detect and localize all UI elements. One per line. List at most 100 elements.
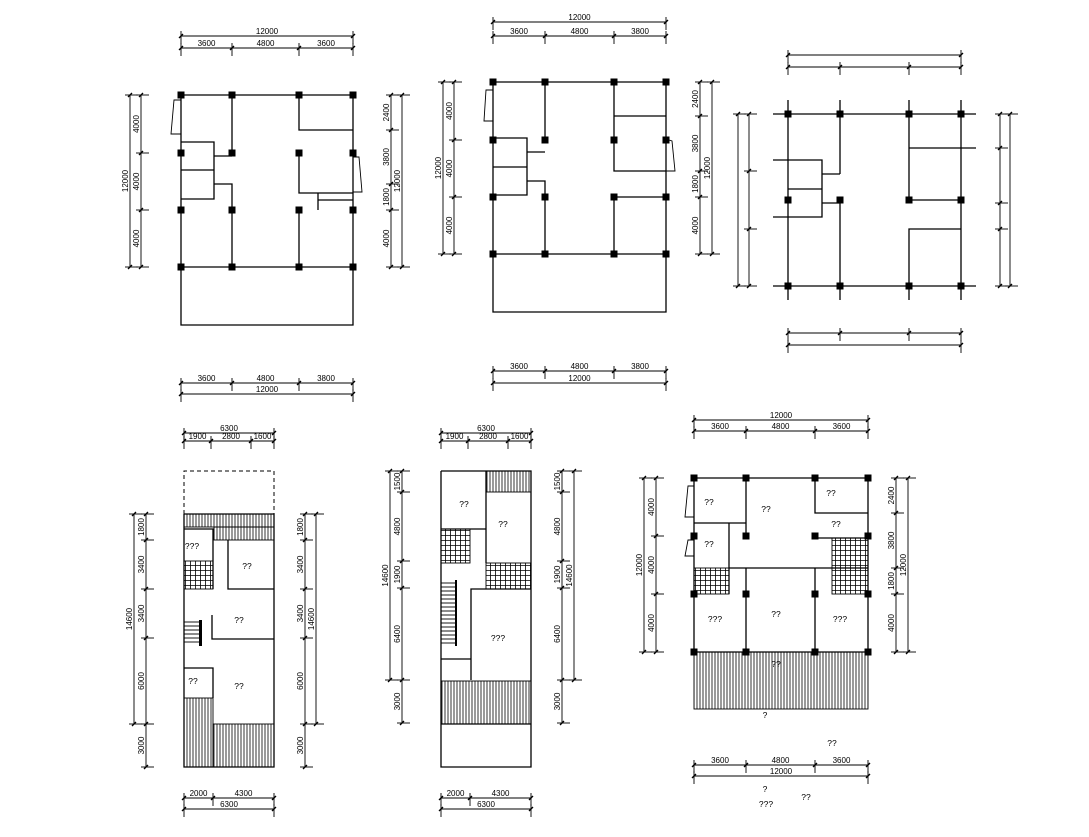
dimension-tick: [350, 33, 356, 39]
dimension-tick: [653, 475, 659, 481]
column-marker: [541, 250, 549, 258]
column-marker: [957, 282, 965, 290]
dimension-label: 2000: [190, 789, 208, 798]
dimension-label: 4800: [772, 422, 790, 431]
dimension-tick: [143, 764, 149, 770]
bay-window: [684, 539, 694, 557]
dimension-tick: [438, 806, 444, 812]
dimension-tick: [271, 806, 277, 812]
column-marker: [836, 110, 844, 118]
dimension-tick: [997, 283, 1003, 289]
grid-hatched-area: [693, 567, 730, 595]
dimension-label: 12000: [121, 169, 130, 192]
wall: [492, 254, 667, 313]
dimension-label: 3800: [382, 148, 391, 166]
dimension-tick: [905, 649, 911, 655]
grid-hatched-area: [485, 562, 532, 590]
hatched-area: [440, 680, 532, 725]
dimension-tick: [746, 111, 752, 117]
dimension-label: 3800: [887, 531, 896, 549]
dimension-tick: [641, 649, 647, 655]
dimension-tick: [785, 64, 791, 70]
column-marker: [228, 149, 236, 157]
dimension-tick: [893, 591, 899, 597]
dimension-tick: [743, 428, 749, 434]
wall: [613, 82, 666, 172]
dimension-tick: [746, 283, 752, 289]
dimension-label: 1800: [137, 518, 146, 536]
dimension-label: 3000: [296, 736, 305, 754]
dimension-label: 4000: [887, 614, 896, 632]
dimension-label: 1500: [553, 472, 562, 490]
dimension-tick: [271, 438, 277, 444]
dimension-tick: [490, 380, 496, 386]
dimension-tick: [399, 585, 405, 591]
dimension-tick: [663, 33, 669, 39]
dimension-tick: [302, 635, 308, 641]
dimension-label: 3600: [833, 756, 851, 765]
dimension-tick: [143, 537, 149, 543]
dimension-tick: [451, 251, 457, 257]
dimension-label: 4000: [445, 159, 454, 177]
dimension-tick: [1007, 283, 1013, 289]
dimension-label: 1900: [553, 565, 562, 583]
dimension-tick: [559, 720, 565, 726]
dimension-label: 12000: [256, 385, 279, 394]
dimension-tick: [440, 79, 446, 85]
dimension-label: 2800: [222, 432, 240, 441]
dimension-tick: [865, 762, 871, 768]
dimension-label: 4800: [393, 517, 402, 535]
stair-rail: [455, 580, 457, 646]
column-marker: [784, 110, 792, 118]
room-label: ??: [826, 488, 836, 498]
column-marker: [690, 474, 698, 482]
dimension-label: 1500: [393, 472, 402, 490]
column-marker: [662, 78, 670, 86]
room-label: ??: [704, 539, 714, 549]
dimension-tick: [387, 468, 393, 474]
dimension-label: 1800: [382, 188, 391, 206]
dimension-tick: [997, 226, 1003, 232]
room-label: ??: [242, 561, 252, 571]
dimension-label: 6400: [393, 625, 402, 643]
dimension-label: 2800: [479, 432, 497, 441]
dimension-tick: [302, 537, 308, 543]
dimension-tick: [451, 194, 457, 200]
dimension-tick: [837, 330, 843, 336]
wall: [214, 183, 233, 267]
dimension-tick: [505, 438, 511, 444]
dimension-label: 4800: [571, 27, 589, 36]
room-label: ??: [234, 615, 244, 625]
dimension-tick: [350, 380, 356, 386]
dimension-label: 12000: [899, 553, 908, 576]
column-marker: [784, 196, 792, 204]
hatched-area: [212, 723, 275, 768]
dimension-tick: [785, 52, 791, 58]
column-marker: [811, 648, 819, 656]
dimension-tick: [178, 45, 184, 51]
dimension-tick: [653, 591, 659, 597]
dimension-tick: [663, 380, 669, 386]
column-marker: [177, 206, 185, 214]
dimension-label: 3000: [137, 736, 146, 754]
dimension-label: 1800: [691, 175, 700, 193]
dimension-label: 3400: [296, 604, 305, 622]
dimension-tick: [663, 19, 669, 25]
dimension-tick: [490, 19, 496, 25]
dimension-tick: [438, 430, 444, 436]
dimension-tick: [893, 510, 899, 516]
room-label: ??: [831, 519, 841, 529]
dimension-tick: [865, 428, 871, 434]
column-marker: [811, 474, 819, 482]
dimension-label: 3800: [631, 27, 649, 36]
dimension-tick: [611, 33, 617, 39]
dimension-tick: [906, 330, 912, 336]
dimension-tick: [143, 586, 149, 592]
room-label: ??: [704, 497, 714, 507]
dimension-tick: [181, 806, 187, 812]
dimension-tick: [388, 264, 394, 270]
column-marker: [864, 532, 872, 540]
dimension-tick: [735, 283, 741, 289]
